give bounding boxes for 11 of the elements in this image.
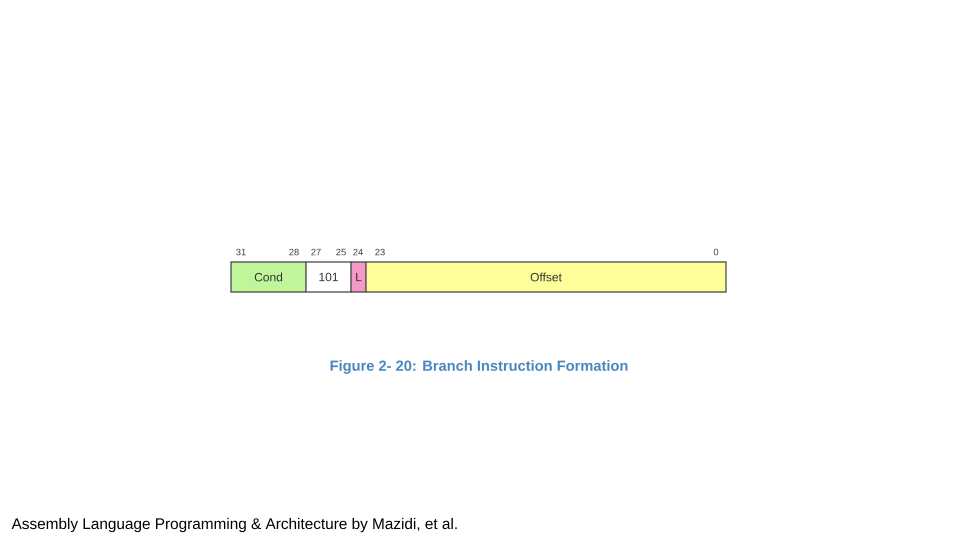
bit-field: Cond (230, 261, 307, 293)
bit-number: 25 (336, 248, 346, 256)
source-note: Assembly Language Programming & Architecture by Mazidi, et al. (12, 518, 457, 532)
bit-number: 24 (353, 248, 363, 256)
bit-number: 27 (311, 248, 321, 256)
bit-number: 23 (375, 248, 385, 256)
figure-caption: Figure 2- 20: Branch Instruction Formation (330, 360, 628, 374)
bit-field: Offset (365, 261, 727, 293)
bit-field: L (350, 261, 367, 293)
bit-number: 28 (289, 248, 299, 256)
bit-field: 101 (305, 261, 352, 293)
